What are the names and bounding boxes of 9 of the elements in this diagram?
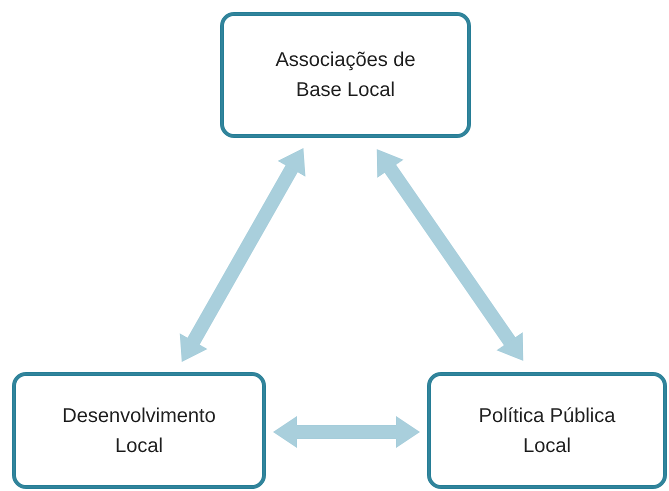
process-box <box>220 12 471 138</box>
double-arrow <box>376 149 524 361</box>
process-box <box>12 372 266 489</box>
double-arrow <box>273 416 420 448</box>
box-label: Desenvolvimento Local <box>61 404 217 458</box>
box-label: Política Pública Local <box>478 404 616 458</box>
double-arrow <box>180 148 306 362</box>
process-box <box>427 372 667 489</box>
box-label: Associações de Base Local <box>274 48 417 103</box>
